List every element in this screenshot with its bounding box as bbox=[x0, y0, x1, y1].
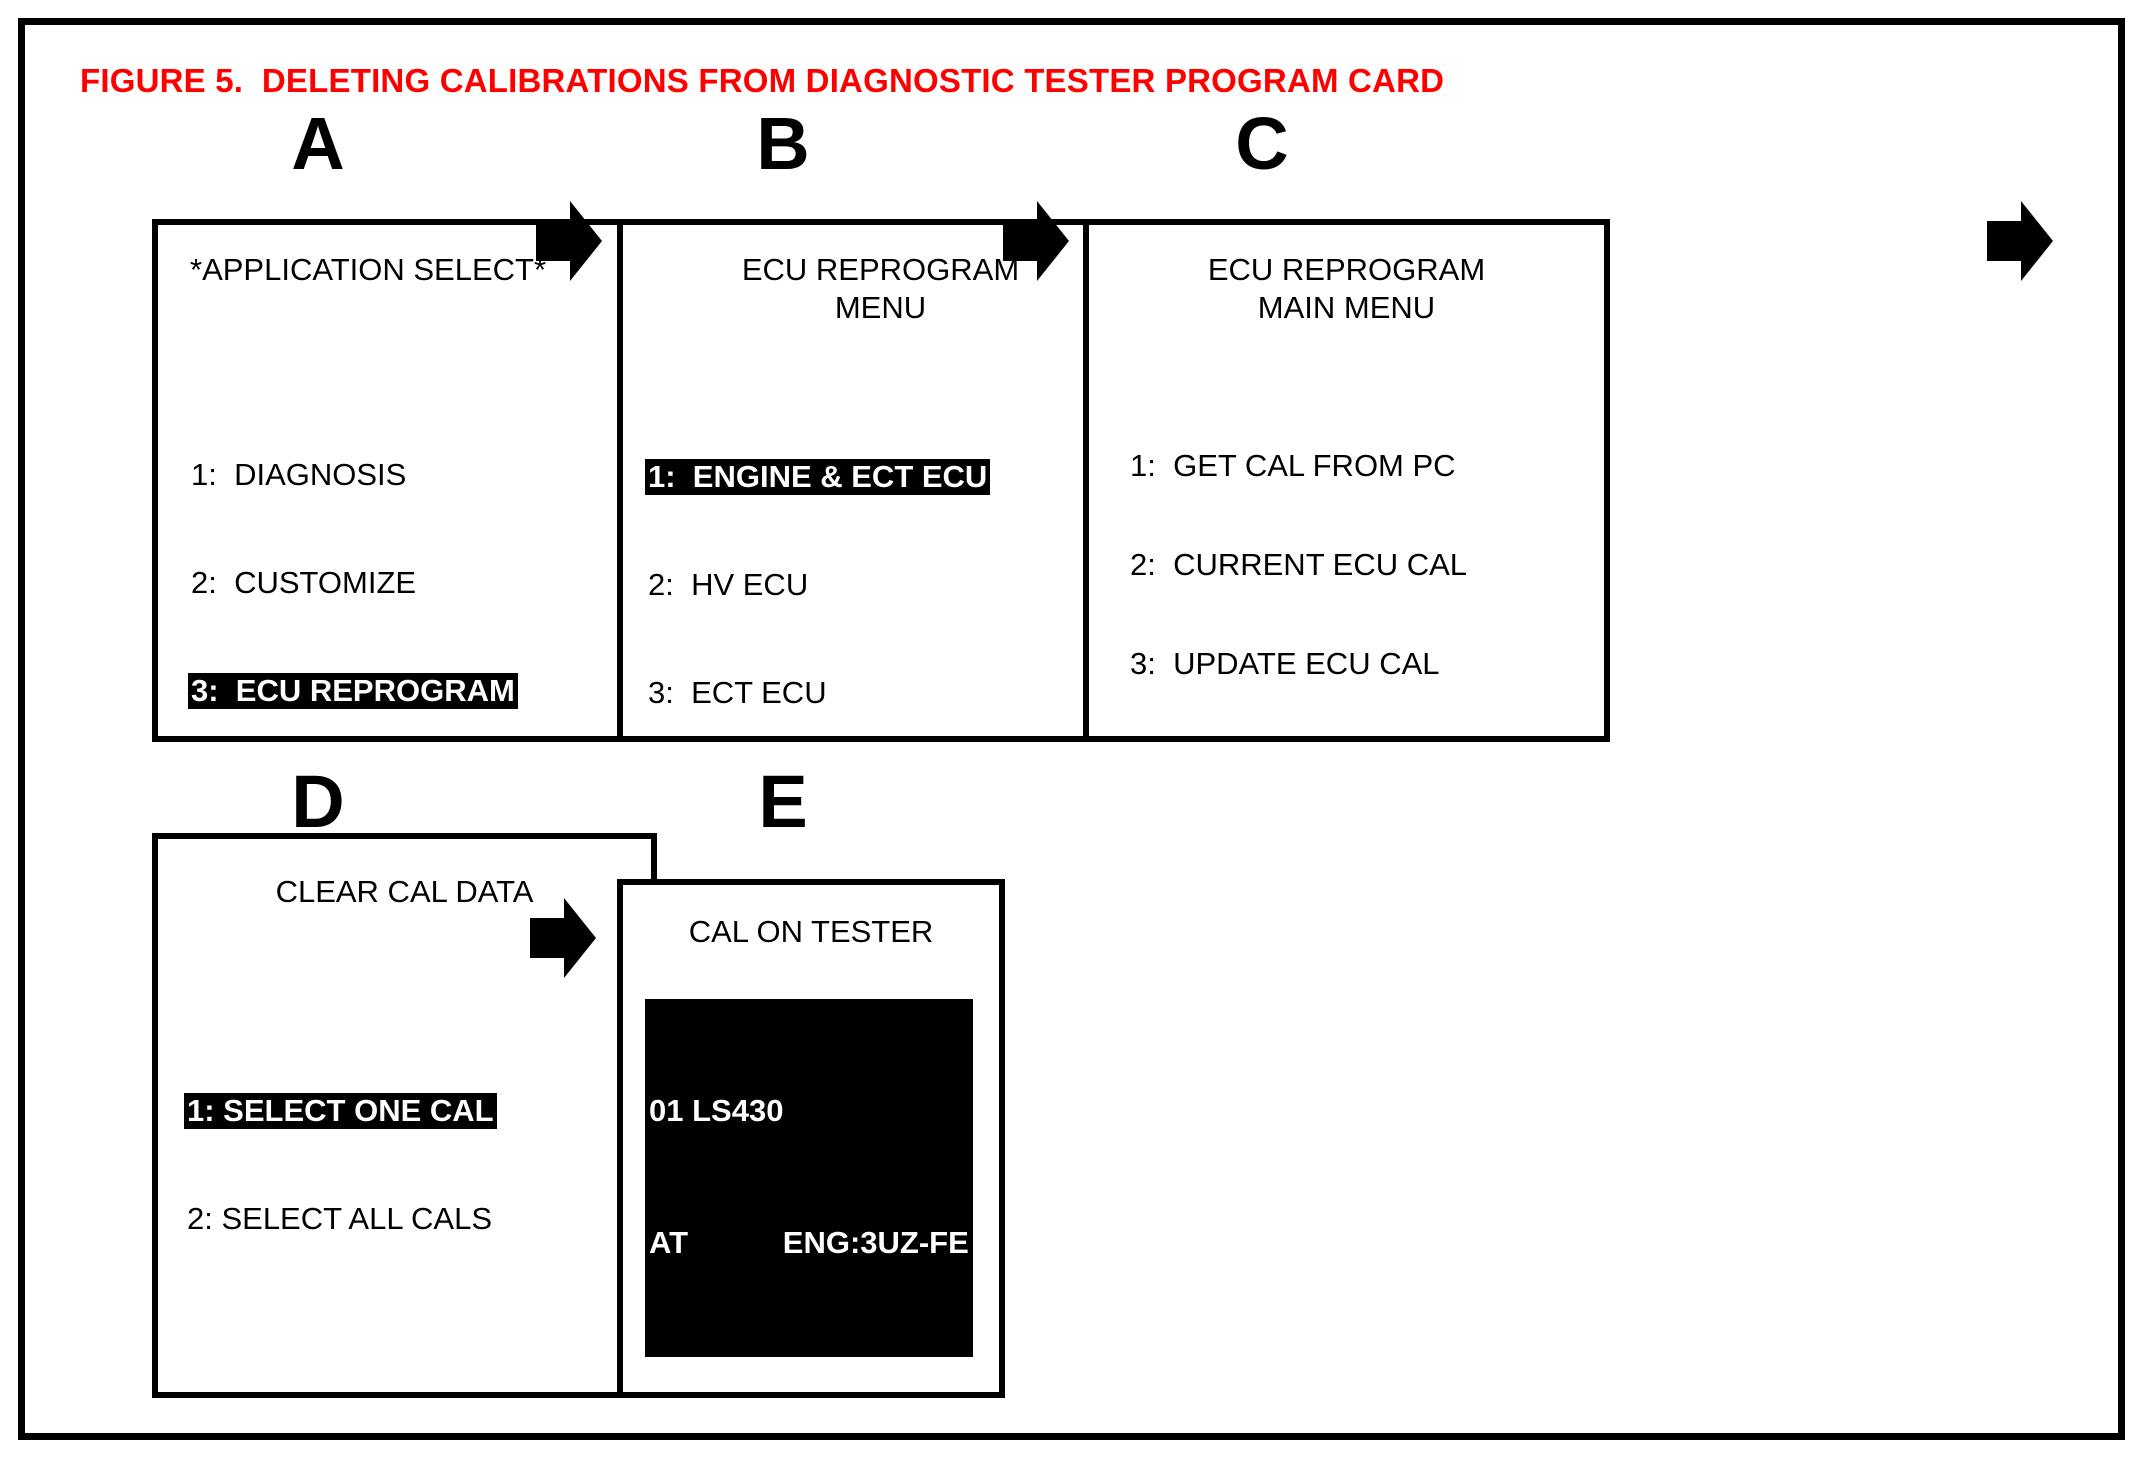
panel-a-menu: 1: DIAGNOSIS 2: CUSTOMIZE 3: ECU REPROGR… bbox=[188, 385, 673, 736]
menu-item-selected[interactable]: 1: ENGINE & ECT ECU bbox=[645, 459, 991, 495]
panel-c-menu: 1: GET CAL FROM PC 2: CURRENT ECU CAL 3:… bbox=[1127, 383, 1604, 736]
figure-title: FIGURE 5. DELETING CALIBRATIONS FROM DIA… bbox=[80, 62, 1445, 99]
menu-item-selected[interactable]: 1: SELECT ONE CAL bbox=[184, 1093, 497, 1129]
menu-item[interactable]: 1: GET CAL FROM PC bbox=[1130, 448, 1456, 483]
menu-item[interactable]: 1: DIAGNOSIS bbox=[191, 457, 407, 492]
menu-item[interactable]: 2: SELECT ALL CALS bbox=[187, 1201, 493, 1236]
menu-item[interactable]: 3: ECT ECU bbox=[648, 675, 827, 710]
panel-a-header: *APPLICATION SELECT* bbox=[190, 252, 547, 287]
step-letter-a: A bbox=[291, 102, 345, 185]
arrow-d-to-e bbox=[530, 898, 596, 978]
figure-outer-frame: FIGURE 5. DELETING CALIBRATIONS FROM DIA… bbox=[18, 18, 2125, 1440]
menu-item[interactable]: 2: HV ECU bbox=[648, 567, 809, 602]
step-letter-b: B bbox=[756, 102, 810, 185]
panel-e-header: CAL ON TESTER bbox=[688, 914, 934, 949]
screen-panel-e: CAL ON TESTER 01 LS430 AT ENG:3UZ-FE 01 … bbox=[617, 879, 1005, 1398]
panel-b-menu: 1: ENGINE & ECT ECU 2: HV ECU 3: ECT ECU bbox=[645, 387, 1138, 736]
step-letter-d: D bbox=[291, 760, 345, 843]
step-letter-e: E bbox=[758, 760, 808, 843]
panel-d-menu: 1: SELECT ONE CAL 2: SELECT ALL CALS bbox=[184, 1021, 651, 1309]
menu-item[interactable]: 3: UPDATE ECU CAL bbox=[1130, 646, 1440, 681]
menu-item[interactable]: 2: CUSTOMIZE bbox=[191, 565, 417, 600]
screen-panel-c: ECU REPROGRAM MAIN MENU 1: GET CAL FROM … bbox=[1083, 219, 1610, 742]
panel-b-header-line1: ECU REPROGRAM bbox=[741, 252, 1020, 287]
panel-d-header: CLEAR CAL DATA bbox=[275, 874, 534, 909]
cal-entry[interactable]: 01 GS430 AT ENG:3UZ-FE bbox=[645, 1357, 969, 1392]
panel-c-header-line2: MAIN MENU bbox=[1257, 290, 1436, 325]
panel-b-header-line2: MENU bbox=[834, 290, 927, 325]
arrow-a-to-b bbox=[536, 201, 602, 281]
screen-panel-a: *APPLICATION SELECT* 1: DIAGNOSIS 2: CUS… bbox=[152, 219, 679, 742]
cal-entry-selected[interactable]: 01 LS430 AT ENG:3UZ-FE bbox=[645, 999, 973, 1357]
panel-c-header-line1: ECU REPROGRAM bbox=[1207, 252, 1486, 287]
cal-entry-line1: 01 LS430 bbox=[649, 1093, 784, 1128]
panel-e-cal-list: 01 LS430 AT ENG:3UZ-FE 01 GS430 AT ENG:3… bbox=[645, 999, 999, 1392]
step-letter-c: C bbox=[1235, 102, 1289, 185]
screen-panel-b: ECU REPROGRAM MENU 1: ENGINE & ECT ECU 2… bbox=[617, 219, 1144, 742]
screen-panel-d: CLEAR CAL DATA 1: SELECT ONE CAL 2: SELE… bbox=[152, 833, 657, 1398]
cal-entry-line2: AT ENG:3UZ-FE bbox=[649, 1225, 969, 1260]
menu-item-selected[interactable]: 3: ECU REPROGRAM bbox=[188, 673, 518, 709]
arrow-b-to-c bbox=[1003, 201, 1069, 281]
arrow-c-to-next bbox=[1987, 201, 2053, 281]
menu-item[interactable]: 2: CURRENT ECU CAL bbox=[1130, 547, 1468, 582]
